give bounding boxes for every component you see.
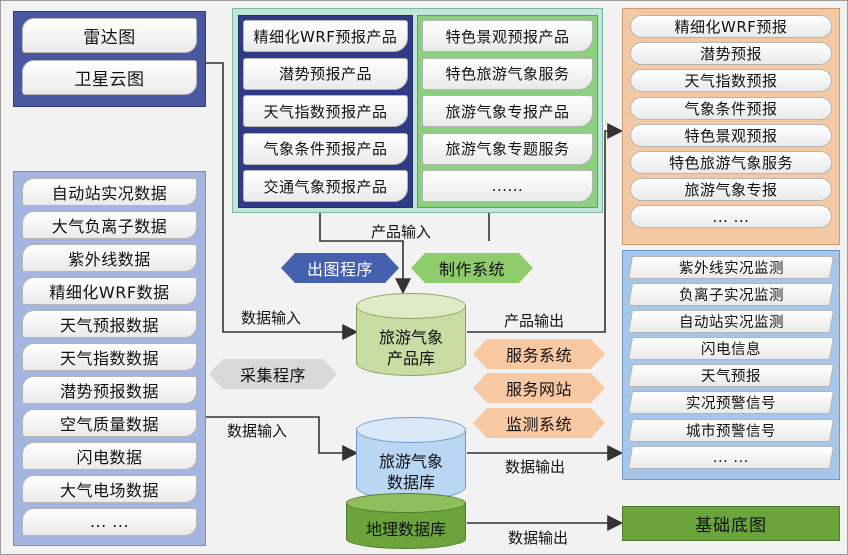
forecast-item: 旅游气象专报 bbox=[630, 178, 832, 202]
product-item: 潜势预报产品 bbox=[243, 57, 408, 90]
product-item: 旅游气象专题服务 bbox=[422, 132, 593, 165]
line-product-db-to-forecast bbox=[467, 123, 624, 333]
monitor-item-label: 紫外线实况监测 bbox=[678, 261, 784, 277]
forecast-item: 精细化WRF预报 bbox=[630, 15, 832, 38]
forecast-item: ... ... bbox=[630, 205, 832, 229]
data-item: 大气电场数据 bbox=[22, 474, 197, 504]
product-database: 旅游气象 产品库 bbox=[356, 293, 466, 376]
data-item: 精细化WRF数据 bbox=[22, 276, 197, 306]
monitor-panel: 紫外线实况监测 负离子实况监测 自动站实况监测 闪电信息 天气预报 实况预警信号… bbox=[622, 250, 840, 480]
monitor-item: 闪电信息 bbox=[627, 337, 835, 361]
monitor-item-label: 城市预警信号 bbox=[686, 423, 776, 440]
product-item: ...... bbox=[422, 170, 593, 202]
product-item: 特色景观预报产品 bbox=[422, 20, 593, 52]
monitor-item-label: 实况预警信号 bbox=[686, 396, 776, 413]
forecast-item: 天气指数预报 bbox=[630, 69, 832, 93]
data-item: 自动站实况数据 bbox=[22, 178, 197, 207]
geo-database-top bbox=[346, 493, 466, 513]
monitor-item: 城市预警信号 bbox=[627, 418, 835, 442]
line-satellite-to-product-db bbox=[197, 62, 359, 340]
product-database-top bbox=[356, 293, 466, 319]
service-site-tag: 服务网站 bbox=[473, 373, 605, 403]
data-item: ... ... bbox=[22, 507, 197, 537]
product-column-left: 精细化WRF预报产品 潜势预报产品 天气指数预报产品 气象条件预报产品 交通气象… bbox=[238, 15, 413, 208]
collect-program-tag: 采集程序 bbox=[209, 359, 337, 389]
radar-satellite-panel: 雷达图 卫星云图 bbox=[13, 11, 206, 107]
forecast-item: 特色旅游气象服务 bbox=[630, 150, 832, 174]
data-item: 闪电数据 bbox=[22, 441, 197, 471]
data-input-label-2: 数据输入 bbox=[227, 422, 288, 440]
product-item: 天气指数预报产品 bbox=[243, 95, 408, 127]
data-source-panel: 自动站实况数据 大气负离子数据 紫外线数据 精细化WRF数据 天气预报数据 天气… bbox=[13, 171, 206, 546]
forecast-item: 潜势预报 bbox=[630, 42, 832, 66]
monitor-item-label: 自动站实况监测 bbox=[678, 315, 784, 332]
making-system-tag: 制作系统 bbox=[411, 253, 533, 283]
monitor-item-label: 闪电信息 bbox=[701, 342, 761, 359]
data-database-label-1: 旅游气象 bbox=[378, 451, 443, 471]
monitor-system-tag: 监测系统 bbox=[473, 408, 605, 438]
product-database-label-1: 旅游气象 bbox=[378, 327, 443, 347]
data-item: 紫外线数据 bbox=[22, 243, 197, 273]
satellite-item: 卫星云图 bbox=[22, 60, 197, 95]
product-item: 精细化WRF预报产品 bbox=[243, 20, 408, 52]
product-output-label: 产品输出 bbox=[504, 312, 565, 330]
data-item: 天气指数数据 bbox=[22, 342, 197, 372]
product-item: 特色旅游气象服务 bbox=[422, 57, 593, 90]
data-item: 大气负离子数据 bbox=[22, 210, 197, 240]
geo-database: 地理数据库 bbox=[346, 493, 466, 549]
product-input-label: 产品输入 bbox=[371, 223, 432, 241]
data-item: 空气质量数据 bbox=[22, 408, 197, 438]
line-products-to-product-db bbox=[319, 206, 411, 295]
service-system-tag: 服务系统 bbox=[473, 339, 605, 369]
output-program-tag: 出图程序 bbox=[281, 253, 399, 283]
data-database-label-2: 数据库 bbox=[386, 472, 435, 492]
product-item: 交通气象预报产品 bbox=[243, 170, 408, 202]
product-database-body: 旅游气象 产品库 bbox=[356, 306, 466, 376]
line-data-to-data-db bbox=[197, 416, 359, 461]
monitor-item: 自动站实况监测 bbox=[627, 310, 835, 334]
data-input-label-1: 数据输入 bbox=[241, 309, 302, 327]
basemap-box: 基础底图 bbox=[622, 506, 840, 541]
data-item: 潜势预报数据 bbox=[22, 375, 197, 405]
product-panel: 精细化WRF预报产品 潜势预报产品 天气指数预报产品 气象条件预报产品 交通气象… bbox=[232, 8, 603, 213]
product-database-label-2: 产品库 bbox=[386, 348, 435, 368]
geo-database-label: 地理数据库 bbox=[365, 520, 446, 539]
data-database: 旅游气象 数据库 bbox=[356, 417, 466, 500]
monitor-item-label: ... ... bbox=[713, 449, 749, 466]
monitor-item-label: 负离子实况监测 bbox=[678, 288, 784, 305]
monitor-item: 实况预警信号 bbox=[627, 391, 835, 415]
product-item: 旅游气象专报产品 bbox=[422, 95, 593, 127]
monitor-item: 紫外线实况监测 bbox=[627, 256, 835, 279]
data-item: 天气预报数据 bbox=[22, 309, 197, 339]
data-output-label-1: 数据输出 bbox=[505, 458, 566, 476]
monitor-item-label: 天气预报 bbox=[701, 369, 761, 386]
data-database-top bbox=[356, 417, 466, 443]
monitor-item: 负离子实况监测 bbox=[627, 283, 835, 307]
monitor-item: 天气预报 bbox=[627, 364, 835, 388]
forecast-item: 特色景观预报 bbox=[630, 123, 832, 147]
monitor-item: ... ... bbox=[627, 445, 835, 469]
forecast-panel: 精细化WRF预报 潜势预报 天气指数预报 气象条件预报 特色景观预报 特色旅游气… bbox=[622, 8, 840, 245]
product-item: 气象条件预报产品 bbox=[243, 132, 408, 165]
radar-item: 雷达图 bbox=[22, 18, 197, 53]
data-output-label-2: 数据输出 bbox=[508, 529, 569, 547]
product-column-right: 特色景观预报产品 特色旅游气象服务 旅游气象专报产品 旅游气象专题服务 ....… bbox=[417, 15, 598, 208]
forecast-item: 气象条件预报 bbox=[630, 96, 832, 120]
